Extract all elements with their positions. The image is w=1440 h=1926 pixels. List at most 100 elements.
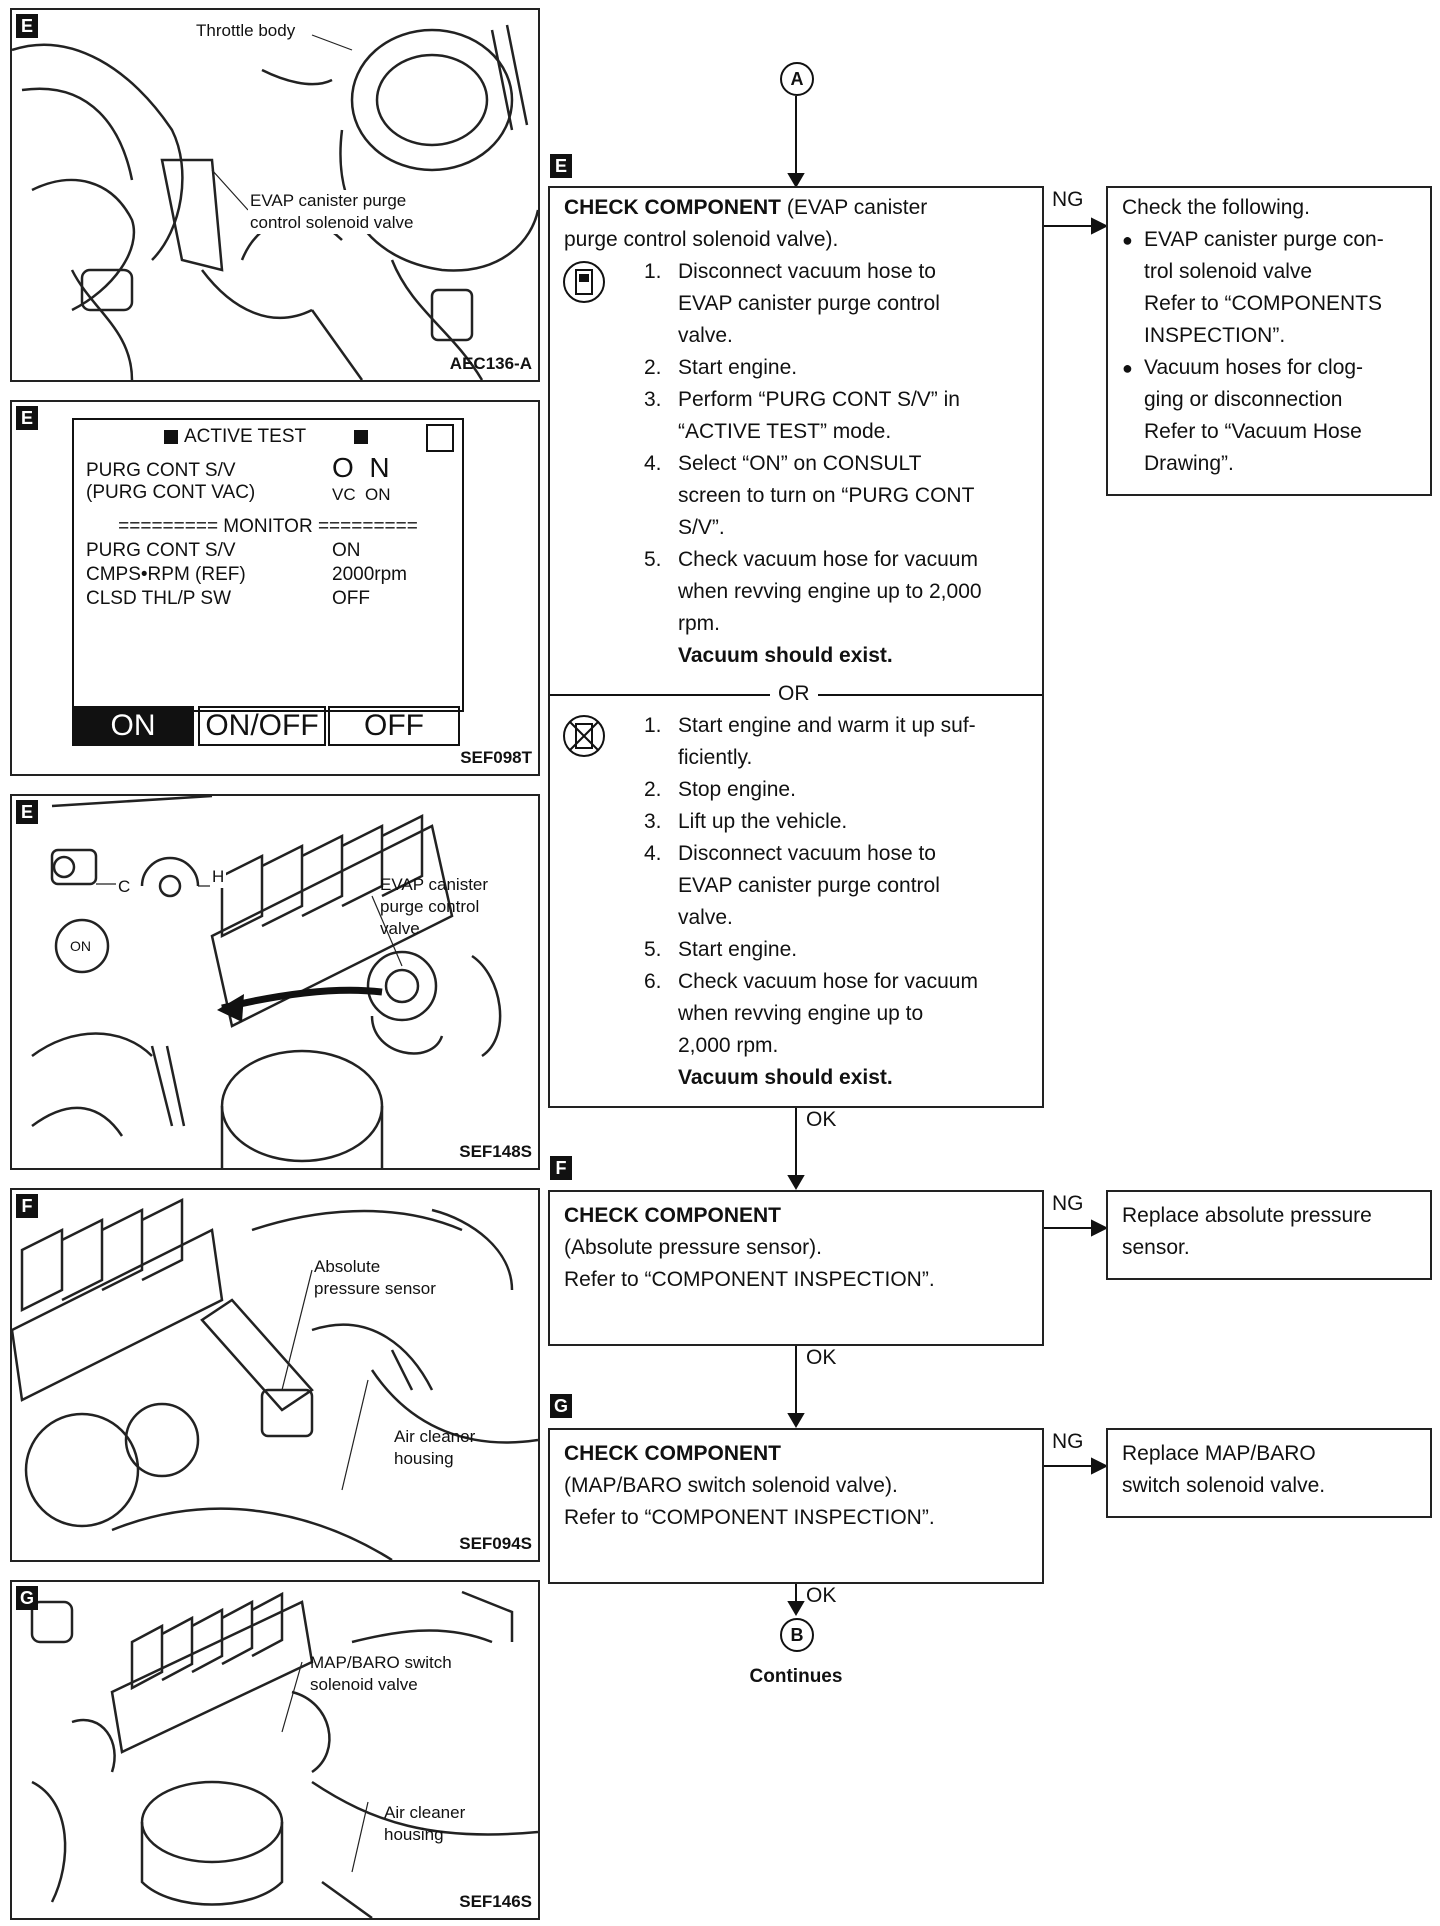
map-baro-label: MAP/BARO switch solenoid valve <box>310 1653 452 1694</box>
step-e-heading: CHECK COMPONENT (EVAP canister purge con… <box>564 192 1034 256</box>
section-tag: G <box>16 1586 38 1610</box>
step-f-ng-box: Replace absolute pressure sensor. <box>1106 1190 1432 1280</box>
step-f-tag: F <box>550 1156 572 1180</box>
engine-illustration-3 <box>31 796 502 1168</box>
figure-code: SEF148S <box>459 1142 532 1161</box>
evap-valve-label: EVAP canister purge control valve <box>380 875 489 938</box>
step-f-ng-label: NG <box>1052 1192 1084 1215</box>
figure-throttle-body: E Throttle body EVAP canister purge cont… <box>10 8 540 382</box>
off-button[interactable]: OFF <box>328 706 460 746</box>
step-g-ok-label: OK <box>806 1584 837 1607</box>
continues-label: Continues <box>749 1666 843 1687</box>
monitor-row-value: ON <box>332 540 361 561</box>
engine-illustration-5 <box>30 1590 538 1918</box>
air-cleaner-label: Air cleaner housing <box>384 1803 466 1844</box>
figure-code: SEF098T <box>460 748 532 767</box>
step-g-body: (MAP/BARO switch solenoid valve). Refer … <box>564 1474 935 1529</box>
ng-box-item: Vacuum hoses for clog- ging or disconnec… <box>1122 352 1422 480</box>
monitor-row-label: CLSD THL/P SW <box>86 588 232 609</box>
procedure-result: Vacuum should exist. <box>678 644 893 667</box>
procedure-step: 5.Check vacuum hose for vacuum when revv… <box>644 548 982 635</box>
step-e-tag: E <box>550 154 572 178</box>
step-g-title: CHECK COMPONENT <box>564 1442 782 1465</box>
step-e-procedure-2: 1.Start engine and warm it up suf- ficie… <box>644 710 1034 1094</box>
ignition-on-label: ON <box>70 938 91 954</box>
procedure-result: Vacuum should exist. <box>678 1066 893 1089</box>
figure-code: SEF094S <box>459 1534 532 1553</box>
step-e-box: CHECK COMPONENT (EVAP canister purge con… <box>548 186 1044 1108</box>
sensor-label: Absolute pressure sensor <box>314 1257 436 1298</box>
connector-b-marker: B <box>780 1618 814 1652</box>
procedure-step: 6.Check vacuum hose for vacuum when revv… <box>644 970 978 1057</box>
procedure-step: 3.Perform “PURG CONT S/V” in “ACTIVE TES… <box>644 388 960 443</box>
consult-screen: ACTIVE TEST PURG CONT S/V O N (PURG CONT… <box>72 418 464 712</box>
air-cleaner-label: Air cleaner housing <box>394 1427 476 1468</box>
ng-box-item: EVAP canister purge con- trol solenoid v… <box>1122 224 1422 352</box>
figure-consult-screen: E ACTIVE TEST PURG CONT S/V O N (PURG CO… <box>10 400 540 776</box>
step-e-title-line2: purge control solenoid valve). <box>564 228 839 251</box>
monitor-row: CMPS•RPM (REF) 2000rpm <box>86 564 446 588</box>
hot-label: H <box>210 866 227 888</box>
or-label: OR <box>770 678 818 710</box>
procedure-step: 1.Disconnect vacuum hose to EVAP caniste… <box>644 260 940 347</box>
procedure-step: 3.Lift up the vehicle. <box>644 810 848 833</box>
row2-value: VC ON <box>332 485 391 504</box>
monitor-rows: PURG CONT S/V ON CMPS•RPM (REF) 2000rpm … <box>86 540 446 612</box>
title-square-left <box>164 430 178 444</box>
cold-label: C <box>116 876 133 898</box>
step-e-ng-box: Check the following. EVAP canister purge… <box>1106 186 1432 496</box>
figure-code: AEC136-A <box>449 354 532 373</box>
on-button[interactable]: ON <box>72 706 194 746</box>
screen-checkbox[interactable] <box>426 424 454 452</box>
step-e-procedure-1: 1.Disconnect vacuum hose to EVAP caniste… <box>644 256 1034 672</box>
figure-map-baro-switch: G MAP/BARO switch solenoid valve Air cle… <box>10 1580 540 1920</box>
step-f-ng-text: Replace absolute pressure sensor. <box>1122 1204 1372 1259</box>
connector-a-marker: A <box>780 62 814 96</box>
procedure-step: 4.Disconnect vacuum hose to EVAP caniste… <box>644 842 940 929</box>
step-f-box: CHECK COMPONENT (Absolute pressure senso… <box>548 1190 1044 1346</box>
row2-label: (PURG CONT VAC) <box>86 482 256 503</box>
monitor-row: CLSD THL/P SW OFF <box>86 588 446 612</box>
no-consult-icon <box>563 715 605 757</box>
procedure-step: 2.Stop engine. <box>644 778 796 801</box>
figure-code: SEF146S <box>459 1892 532 1911</box>
step-f-text: CHECK COMPONENT (Absolute pressure senso… <box>564 1200 1034 1296</box>
throttle-body-label: Throttle body <box>194 20 298 42</box>
step-g-box: CHECK COMPONENT (MAP/BARO switch solenoi… <box>548 1428 1044 1584</box>
monitor-row-value: 2000rpm <box>332 564 407 585</box>
step-g-ng-box: Replace MAP/BARO switch solenoid valve. <box>1106 1428 1432 1518</box>
row1-label: PURG CONT S/V <box>86 460 236 481</box>
step-e-ng-label: NG <box>1052 188 1084 211</box>
engine-illustration-4 <box>12 1197 538 1560</box>
figure-absolute-pressure-sensor: F Absolute pressure sensor Air cleaner h… <box>10 1188 540 1562</box>
step-e-title-rest: (EVAP canister <box>781 196 928 219</box>
procedure-step: 5.Start engine. <box>644 938 798 961</box>
procedure-step: 4.Select “ON” on CONSULT screen to turn … <box>644 452 975 539</box>
section-tag: E <box>16 406 38 430</box>
procedure-step: 2.Start engine. <box>644 356 798 379</box>
step-f-title: CHECK COMPONENT <box>564 1204 782 1227</box>
step-f-body: (Absolute pressure sensor). Refer to “CO… <box>564 1236 935 1291</box>
step-f-ok-label: OK <box>806 1346 837 1369</box>
evap-solenoid-label: EVAP canister purge control solenoid val… <box>248 190 416 234</box>
monitor-divider: ========= MONITOR ========= <box>118 516 418 537</box>
step-g-tag: G <box>550 1394 572 1418</box>
step-g-text: CHECK COMPONENT (MAP/BARO switch solenoi… <box>564 1438 1034 1534</box>
monitor-row-label: CMPS•RPM (REF) <box>86 564 246 585</box>
step-g-ng-text: Replace MAP/BARO switch solenoid valve. <box>1122 1442 1326 1497</box>
row1-value: O N <box>332 452 390 483</box>
step-e-ok-label: OK <box>806 1108 837 1131</box>
figure-evap-valve: E C H ON EVAP canister purge control val… <box>10 794 540 1170</box>
section-tag: E <box>16 800 38 824</box>
title-square-right <box>354 430 368 444</box>
screen-buttons: ON ON/OFF OFF <box>72 706 464 746</box>
monitor-row-label: PURG CONT S/V <box>86 540 236 561</box>
ng-box-heading: Check the following. <box>1122 196 1310 219</box>
step-e-title: CHECK COMPONENT <box>564 196 782 219</box>
procedure-step: 1.Start engine and warm it up suf- ficie… <box>644 714 976 769</box>
monitor-row-value: OFF <box>332 588 370 609</box>
ng-box-list: EVAP canister purge con- trol solenoid v… <box>1122 224 1422 480</box>
screen-title: ACTIVE TEST <box>184 426 307 447</box>
on-off-button[interactable]: ON/OFF <box>198 706 326 746</box>
monitor-row: PURG CONT S/V ON <box>86 540 446 564</box>
